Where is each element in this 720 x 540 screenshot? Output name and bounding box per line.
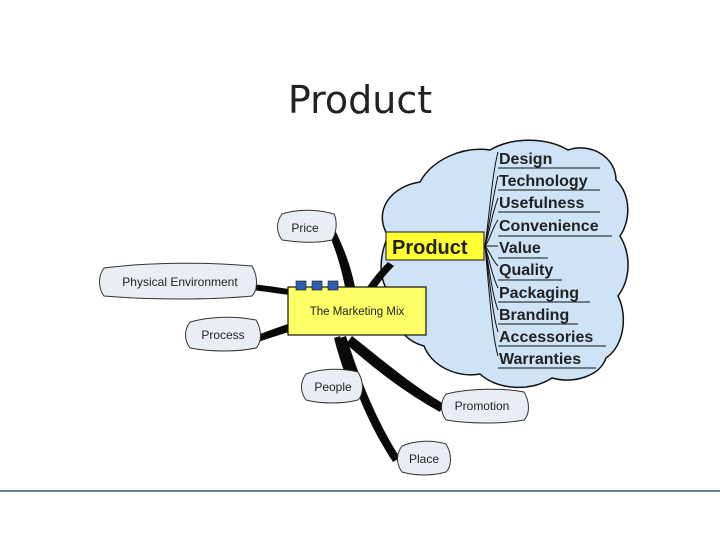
slide-title-text: Product: [287, 78, 433, 122]
node-people: People: [301, 368, 363, 404]
branch-connectors: [252, 230, 444, 462]
node-price: Price: [277, 209, 337, 243]
product-focus-box: [385, 231, 485, 261]
attribute-convenience: Convenience: [499, 218, 599, 235]
center-topic: The Marketing Mix: [287, 280, 427, 336]
attribute-accessories: Accessories: [499, 329, 593, 346]
branch-to-process: [255, 322, 296, 342]
node-place-label: Place: [409, 452, 439, 466]
branch-to-price: [328, 230, 356, 292]
product-focus-label: Product: [392, 237, 468, 259]
node-people-label: People: [314, 380, 352, 394]
attribute-brackets: [484, 151, 612, 369]
node-promotion: Promotion: [441, 388, 529, 424]
branch-to-promotion: [346, 336, 444, 412]
product-attribute-list: Design Technology Usefulness Convenience…: [499, 151, 599, 368]
attribute-quality: Quality: [499, 262, 553, 279]
branch-to-physical-environment: [252, 284, 296, 296]
branch-to-product: [364, 262, 394, 294]
node-price-label: Price: [291, 221, 319, 235]
node-place: Place: [397, 440, 451, 476]
node-promotion-label: Promotion: [455, 399, 510, 413]
center-tab-2: [311, 280, 323, 291]
branch-to-place: [340, 336, 400, 462]
attribute-branding: Branding: [499, 307, 569, 324]
center-tab-3: [327, 280, 339, 291]
node-process: Process: [185, 316, 261, 352]
attribute-value: Value: [499, 240, 541, 257]
center-topic-label: The Marketing Mix: [310, 306, 405, 318]
attribute-design: Design: [499, 151, 552, 168]
node-physical-environment: Physical Environment: [99, 262, 257, 300]
product-cloud: [380, 139, 629, 388]
bottom-rule: [0, 490, 720, 492]
center-tab-1: [295, 280, 307, 291]
attribute-packaging: Packaging: [499, 285, 579, 302]
slide-title: Product: [0, 78, 720, 122]
attribute-warranties: Warranties: [499, 351, 581, 368]
node-physical-environment-label: Physical Environment: [122, 275, 238, 289]
attribute-usefulness: Usefulness: [499, 195, 584, 212]
center-topic-box: [287, 286, 427, 336]
attribute-technology: Technology: [499, 173, 588, 190]
node-process-label: Process: [201, 328, 244, 342]
